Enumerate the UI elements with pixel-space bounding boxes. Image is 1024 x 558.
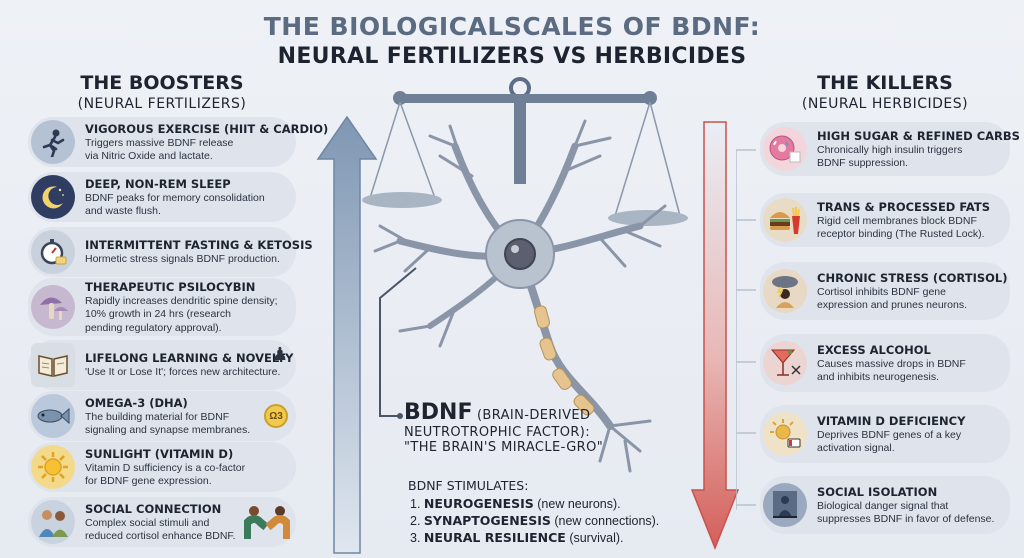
bdnf-expansion-1: (BRAIN-DERIVED xyxy=(476,408,591,423)
omega3-badge: Ω3 xyxy=(264,404,288,428)
booster-card: INTERMITTENT FASTING & KETOSIS Hormetic … xyxy=(28,227,313,277)
mushroom-icon xyxy=(31,285,75,329)
booster-title: VIGOROUS EXERCISE (HIIT & CARDIO) xyxy=(85,121,329,136)
killer-card: CHRONIC STRESS (CORTISOL) Cortisol inhib… xyxy=(760,262,1010,320)
killer-title: EXCESS ALCOHOL xyxy=(817,342,931,357)
killer-card: HIGH SUGAR & REFINED CARBS Chronically h… xyxy=(760,122,1020,176)
people-icon xyxy=(31,500,75,544)
boosters-subheading: (NEURAL FERTILIZERS) xyxy=(77,96,247,112)
stimulates-item: 3. NEURAL RESILIENCE (survival). xyxy=(410,529,624,545)
killer-title: VITAMIN D DEFICIENCY xyxy=(817,413,966,428)
booster-title: SOCIAL CONNECTION xyxy=(85,501,222,516)
stimulates-heading: BDNF STIMULATES: xyxy=(408,478,529,493)
booster-card: DEEP, NON-REM SLEEP BDNF peaks for memor… xyxy=(28,172,296,222)
book-icon xyxy=(31,343,75,387)
stopwatch-icon xyxy=(31,230,75,274)
fish-icon xyxy=(31,394,75,438)
killer-card: SOCIAL ISOLATION Biological danger signa… xyxy=(760,476,1010,534)
donut-icon xyxy=(763,127,807,171)
handshake-people-icon xyxy=(243,503,291,546)
killer-title: SOCIAL ISOLATION xyxy=(817,484,938,499)
bdnf-tagline: "THE BRAIN'S MIRACLE-GRO" xyxy=(404,440,604,455)
killer-card: VITAMIN D DEFICIENCY Deprives BDNF genes… xyxy=(760,405,1010,463)
burger-icon xyxy=(763,198,807,242)
booster-title: SUNLIGHT (VITAMIN D) xyxy=(85,446,234,461)
dim-sun-icon xyxy=(763,412,807,456)
bdnf-label: BDNF xyxy=(404,400,473,425)
booster-card: SOCIAL CONNECTION Complex social stimuli… xyxy=(28,497,296,547)
killers-heading: THE KILLERS xyxy=(817,72,953,94)
booster-card: VIGOROUS EXERCISE (HIIT & CARDIO) Trigge… xyxy=(28,117,328,167)
myelin-sheath-icon xyxy=(533,305,595,416)
killer-card: EXCESS ALCOHOL Causes massive drops in B… xyxy=(760,334,1010,392)
boosters-heading: THE BOOSTERS xyxy=(80,72,244,94)
booster-title: OMEGA-3 (DHA) xyxy=(85,395,188,410)
bdnf-definition: BDNF (BRAIN-DERIVED NEUTROTROPHIC FACTOR… xyxy=(404,400,694,455)
scale-and-neuron-illustration xyxy=(362,77,688,473)
chess-piece-icon: ♟ xyxy=(271,344,288,364)
storm-cloud-icon xyxy=(763,269,807,313)
page-title: THE BIOLOGICALSCALES OF BDNF: xyxy=(263,12,761,41)
moon-icon xyxy=(31,175,75,219)
booster-title: LIFELONG LEARNING & NOVELTY xyxy=(85,351,294,366)
killer-title: TRANS & PROCESSED FATS xyxy=(817,199,991,214)
killer-title: HIGH SUGAR & REFINED CARBS xyxy=(817,128,1020,143)
killers-connector-lines xyxy=(736,149,756,510)
booster-card: OMEGA-3 (DHA) The building material for … xyxy=(28,391,296,441)
isolated-person-icon xyxy=(763,483,807,527)
killer-title: CHRONIC STRESS (CORTISOL) xyxy=(817,270,1008,285)
killers-heading-block: THE KILLERS (NEURAL HERBICIDES) xyxy=(760,72,1010,112)
down-arrow xyxy=(690,121,740,550)
stimulates-item: 1. NEUROGENESIS (new neurons). xyxy=(410,496,621,511)
bdnf-stimulates-list: BDNF STIMULATES: 1. NEUROGENESIS (new ne… xyxy=(408,478,659,547)
sun-icon xyxy=(31,445,75,489)
cocktail-icon xyxy=(763,341,807,385)
booster-card: LIFELONG LEARNING & NOVELTY 'Use It or L… xyxy=(28,340,296,390)
booster-title: INTERMITTENT FASTING & KETOSIS xyxy=(85,238,313,253)
runner-icon xyxy=(31,120,75,164)
neuron-nucleus xyxy=(504,238,536,270)
stimulates-item: 2. SYNAPTOGENESIS (new connections). xyxy=(410,512,660,528)
killers-subheading: (NEURAL HERBICIDES) xyxy=(801,96,969,112)
killer-card: TRANS & PROCESSED FATS Rigid cell membra… xyxy=(760,193,1010,247)
booster-card: THERAPEUTIC PSILOCYBIN Rapidly increases… xyxy=(28,278,296,336)
bdnf-expansion-2: NEUTROTROPHIC FACTOR): xyxy=(404,425,591,440)
booster-title: DEEP, NON-REM SLEEP xyxy=(85,176,231,191)
balance-scale-icon xyxy=(362,77,688,226)
booster-title: THERAPEUTIC PSILOCYBIN xyxy=(85,280,256,295)
booster-card: SUNLIGHT (VITAMIN D) Vitamin D sufficien… xyxy=(28,442,296,492)
boosters-heading-block: THE BOOSTERS (NEURAL FERTILIZERS) xyxy=(28,72,296,112)
page-subtitle: NEURAL FERTILIZERS VS HERBICIDES xyxy=(277,44,747,69)
up-arrow xyxy=(316,115,378,554)
